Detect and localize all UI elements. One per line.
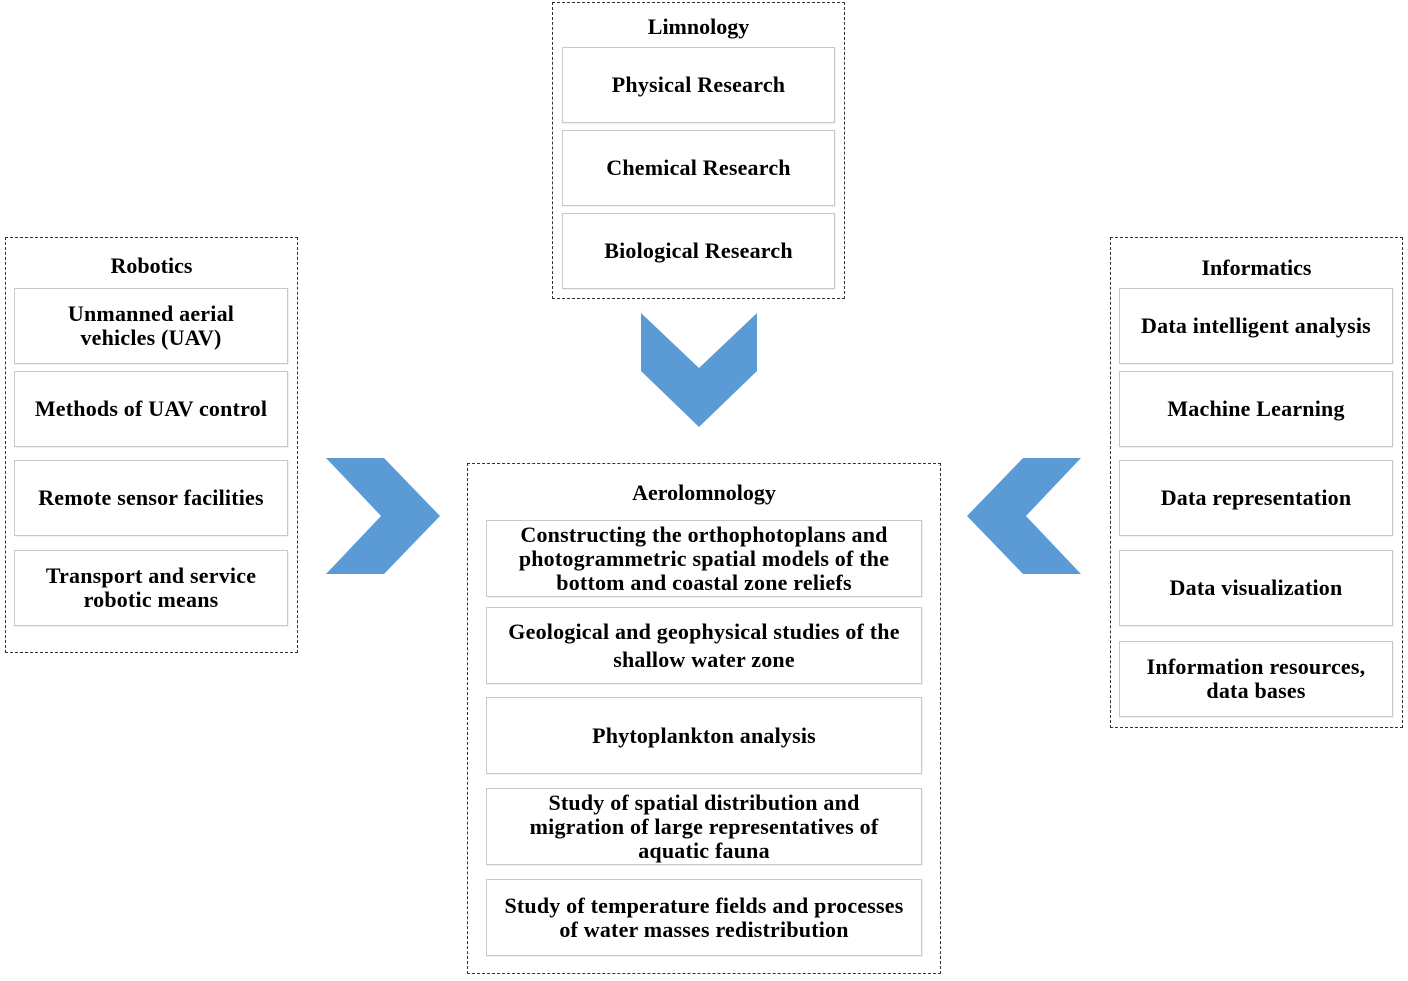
robotics-item-uav: Unmanned aerial vehicles (UAV): [14, 288, 288, 364]
informatics-title: Informatics: [1201, 255, 1312, 280]
informatics-group: Informatics Data intelligent analysis Ma…: [1110, 237, 1403, 728]
robotics-group: Robotics Unmanned aerial vehicles (UAV) …: [5, 237, 298, 653]
aerolimnology-item-orthophotoplans: Constructing the orthophotoplans and pho…: [486, 520, 922, 597]
informatics-item-machine-learning: Machine Learning: [1119, 371, 1393, 447]
aerolimnology-item-phytoplankton: Phytoplankton analysis: [486, 697, 922, 774]
aerolimnology-item-geological: Geological and geophysical studies of th…: [486, 607, 922, 684]
arrow-down-icon: [641, 313, 757, 427]
aerolimnology-title: Aerolomnology: [632, 480, 776, 505]
informatics-item-representation: Data representation: [1119, 460, 1393, 536]
aerolimnology-group: Aerolomnology Constructing the orthophot…: [467, 463, 941, 974]
aerolimnology-item-temperature: Study of temperature fields and processe…: [486, 879, 922, 956]
arrow-right-icon: [326, 458, 440, 574]
limnology-item-physical: Physical Research: [562, 47, 835, 123]
informatics-item-intelligent-analysis: Data intelligent analysis: [1119, 288, 1393, 364]
robotics-item-remote-sensor: Remote sensor facilities: [14, 460, 288, 536]
limnology-group: Limnology Physical Research Chemical Res…: [552, 2, 845, 299]
informatics-item-visualization: Data visualization: [1119, 550, 1393, 626]
arrow-left-icon: [967, 458, 1081, 574]
robotics-title: Robotics: [110, 253, 193, 278]
robotics-item-transport: Transport and service robotic means: [14, 550, 288, 626]
limnology-item-biological: Biological Research: [562, 213, 835, 289]
robotics-item-uav-control: Methods of UAV control: [14, 371, 288, 447]
aerolimnology-item-fauna: Study of spatial distribution and migrat…: [486, 788, 922, 865]
informatics-item-resources: Information resources, data bases: [1119, 641, 1393, 717]
limnology-title: Limnology: [647, 14, 750, 39]
limnology-item-chemical: Chemical Research: [562, 130, 835, 206]
